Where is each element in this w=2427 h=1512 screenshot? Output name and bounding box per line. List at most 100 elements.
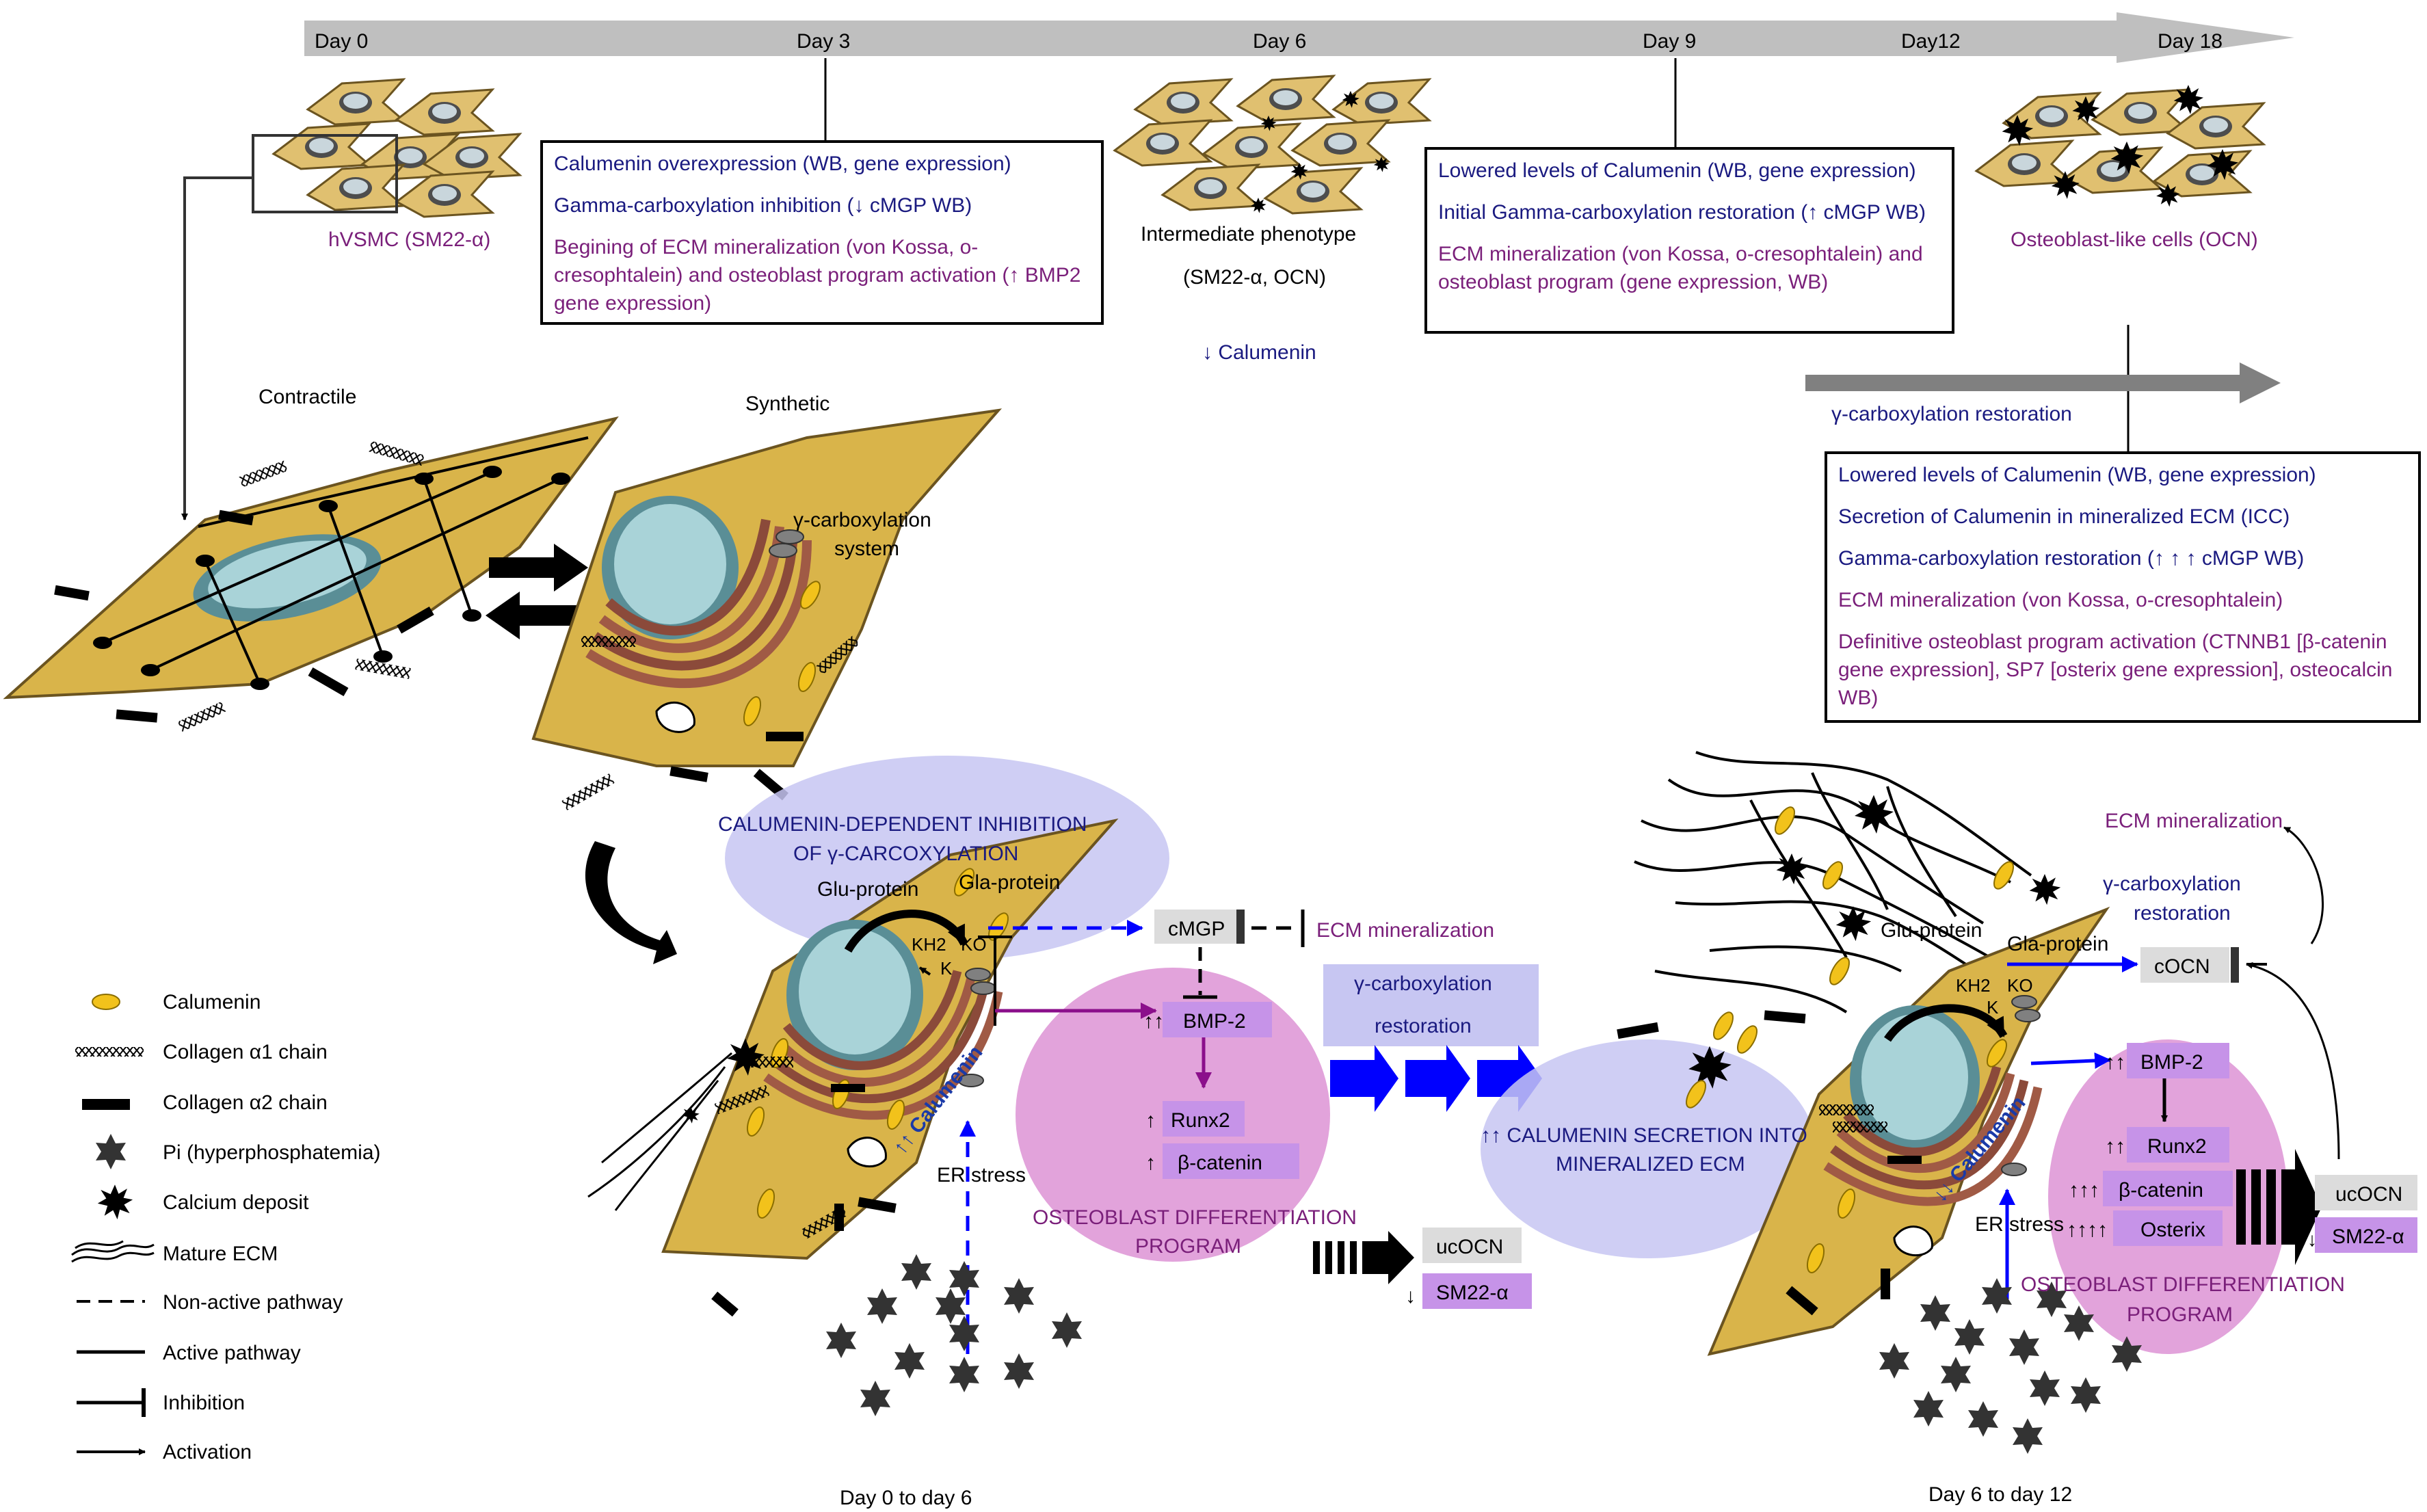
bmp2-box-left	[1163, 1002, 1272, 1037]
intermediate-phenotype-label: Intermediate phenotype	[1141, 223, 1356, 246]
day18-item-0: Lowered levels of Calumenin (WB, gene ex…	[1838, 464, 2316, 486]
hvsmc-cluster	[181, 78, 521, 520]
intermediate-markers-label: (SM22-α, OCN)	[1183, 266, 1326, 289]
collagen-a1-icon	[75, 1047, 144, 1057]
osteo-program-right-2: PROGRAM	[2127, 1303, 2233, 1326]
osteo-program-left-2: PROGRAM	[1135, 1235, 1241, 1258]
bcatenin-label-left: β-catenin	[1178, 1152, 1262, 1174]
kh2-right: KH2	[1956, 975, 1991, 996]
sm22-box-right	[2315, 1217, 2417, 1253]
contractile-cell	[3, 416, 619, 732]
legend-label-1: Collagen α1 chain	[163, 1041, 328, 1063]
ecm-mineralization-right: ECM mineralization	[2105, 810, 2283, 832]
hvsmc-label: hVSMC (SM22-α)	[328, 228, 490, 251]
ecm-mineralization-left: ECM mineralization	[1316, 919, 1494, 942]
day9-findings-box: Lowered levels of Calumenin (WB, gene ex…	[1424, 147, 1954, 334]
osterix-arrow-right: ↑↑↑↑	[2067, 1219, 2108, 1241]
osteoblast-cluster	[1975, 85, 2265, 207]
legend-label-9: Activation	[163, 1441, 252, 1463]
day18-item-2: Gamma-carboxylation restoration (↑ ↑ ↑ c…	[1838, 547, 2305, 570]
intermediate-cluster	[1113, 75, 1431, 215]
ucocn-label-left: ucOCN	[1436, 1236, 1503, 1258]
contractile-label: Contractile	[258, 386, 356, 408]
bcatenin-label-right: β-catenin	[2119, 1179, 2203, 1202]
runx2-box-right	[2127, 1127, 2229, 1163]
day-0-label: Day 0	[315, 30, 368, 53]
gamma-restoration-arrow	[1805, 362, 2281, 403]
runx2-box-left	[1163, 1101, 1245, 1137]
day-12-label: Day12	[1901, 30, 1961, 53]
right-panel: Glu-protein Gla-protein KH2 KO K ↑↑ CALU…	[1481, 751, 2417, 1506]
gamma-restoration-box	[1323, 964, 1539, 1046]
secretion-title-1: ↑↑ CALUMENIN SECRETION INTO	[1481, 1124, 1807, 1147]
er-stress-right: ER stress	[1975, 1213, 2064, 1236]
ucocn-label-right: ucOCN	[2335, 1183, 2402, 1206]
k-right: K	[1987, 997, 1999, 1018]
runx2-label-right: Runx2	[2147, 1135, 2207, 1158]
calumenin-icon	[92, 994, 120, 1010]
timeline-arrow	[304, 12, 2294, 63]
inhibition-title-1: CALUMENIN-DEPENDENT INHIBITION	[718, 813, 1087, 836]
er-stress-left: ER stress	[937, 1164, 1026, 1186]
legend-label-0: Calumenin	[163, 991, 261, 1013]
cocn-label: cOCN	[2154, 955, 2210, 978]
glu-protein-left: Glu-protein	[817, 878, 918, 901]
osteo-program-left-1: OSTEOBLAST DIFFERENTIATION	[1033, 1206, 1357, 1229]
runx2-arrow-right: ↑↑	[2105, 1135, 2125, 1158]
runx2-arrow-left: ↑	[1145, 1109, 1156, 1132]
day9-item-1: Initial Gamma-carboxylation restoration …	[1438, 201, 1926, 224]
pi-star-icon	[96, 1134, 126, 1169]
bcatenin-arrow-left: ↑	[1145, 1152, 1156, 1174]
mature-ecm-icon	[71, 1240, 155, 1263]
bmp2-arrow-right: ↑↑	[2105, 1051, 2125, 1074]
secretion-title-2: MINERALIZED ECM	[1556, 1153, 1745, 1176]
osteoblast-like-label: Osteoblast-like cells (OCN)	[2011, 228, 2258, 251]
day3-item-0: Calumenin overexpression (WB, gene expre…	[554, 152, 1011, 175]
zoom-box	[252, 134, 398, 213]
bmp2-arrow-left: ↑↑	[1143, 1010, 1164, 1033]
sm22-label-right: SM22-α	[2332, 1225, 2404, 1248]
bmp2-label-right: BMP-2	[2140, 1051, 2203, 1074]
day3-item-2: Begining of ECM mineralization (von Koss…	[554, 236, 1081, 315]
left-panel-caption: Day 0 to day 6	[840, 1487, 972, 1509]
day3-item-1: Gamma-carboxylation inhibition (↓ cMGP W…	[554, 194, 972, 217]
sm22-box-left	[1422, 1273, 1532, 1309]
legend-label-5: Mature ECM	[163, 1243, 278, 1265]
glu-protein-right: Glu-protein	[1881, 919, 1982, 942]
osteo-program-right-1: OSTEOBLAST DIFFERENTIATION	[2021, 1273, 2345, 1296]
ucocn-box-left	[1422, 1228, 1522, 1263]
secretion-ellipse	[1481, 1039, 1816, 1258]
day3-findings-box: Calumenin overexpression (WB, gene expre…	[540, 140, 1104, 325]
legend-label-2: Collagen α2 chain	[163, 1091, 328, 1114]
right-panel-caption: Day 6 to day 12	[1928, 1483, 2072, 1506]
left-panel: Glu-protein Gla-protein KH2 KO K CALUMEN…	[587, 756, 1542, 1509]
curved-transition-arrow	[585, 841, 677, 964]
day18-item-4: Definitive osteoblast program activation…	[1838, 631, 2393, 709]
gamma-restoration-label: γ-carboxylation restoration	[1831, 403, 2072, 425]
phenotype-switch-arrows	[486, 544, 588, 639]
legend-label-3: Pi (hyperphosphatemia)	[163, 1141, 381, 1164]
gamma-right-1: γ-carboxylation	[2103, 873, 2241, 895]
bmp2-label-left: BMP-2	[1183, 1010, 1246, 1033]
collagen-a2-icon	[82, 1099, 130, 1110]
calcium-deposit-icon	[97, 1184, 133, 1220]
legend-label-4: Calcium deposit	[163, 1191, 309, 1214]
day18-findings-box: Lowered levels of Calumenin (WB, gene ex…	[1825, 451, 2421, 723]
ucocn-box-right	[2315, 1175, 2417, 1210]
day-3-label: Day 3	[797, 30, 850, 53]
gla-protein-right: Gla-protein	[2007, 933, 2108, 955]
gamma-system-label-2: system	[834, 538, 899, 560]
legend: Calumenin Collagen α1 chain Collagen α2 …	[71, 991, 381, 1463]
kh2-left: KH2	[912, 934, 946, 955]
legend-label-8: Inhibition	[163, 1392, 245, 1414]
ko-right: KO	[2007, 975, 2033, 996]
gla-protein-left: Gla-protein	[959, 871, 1060, 894]
day18-item-3: ECM mineralization (von Kossa, o-cresoph…	[1838, 589, 2283, 611]
gamma-system-label-1: γ-carboxylation	[793, 509, 931, 531]
k-left: K	[940, 958, 953, 979]
inhibition-title-2: OF γ-CARCOXYLATION	[793, 843, 1018, 865]
timeline: Day 0 Day 3 Day 6 Day 9 Day12 Day 18	[304, 12, 2294, 451]
cmgp-label: cMGP	[1168, 918, 1225, 940]
osterix-label-right: Osterix	[2140, 1219, 2205, 1241]
